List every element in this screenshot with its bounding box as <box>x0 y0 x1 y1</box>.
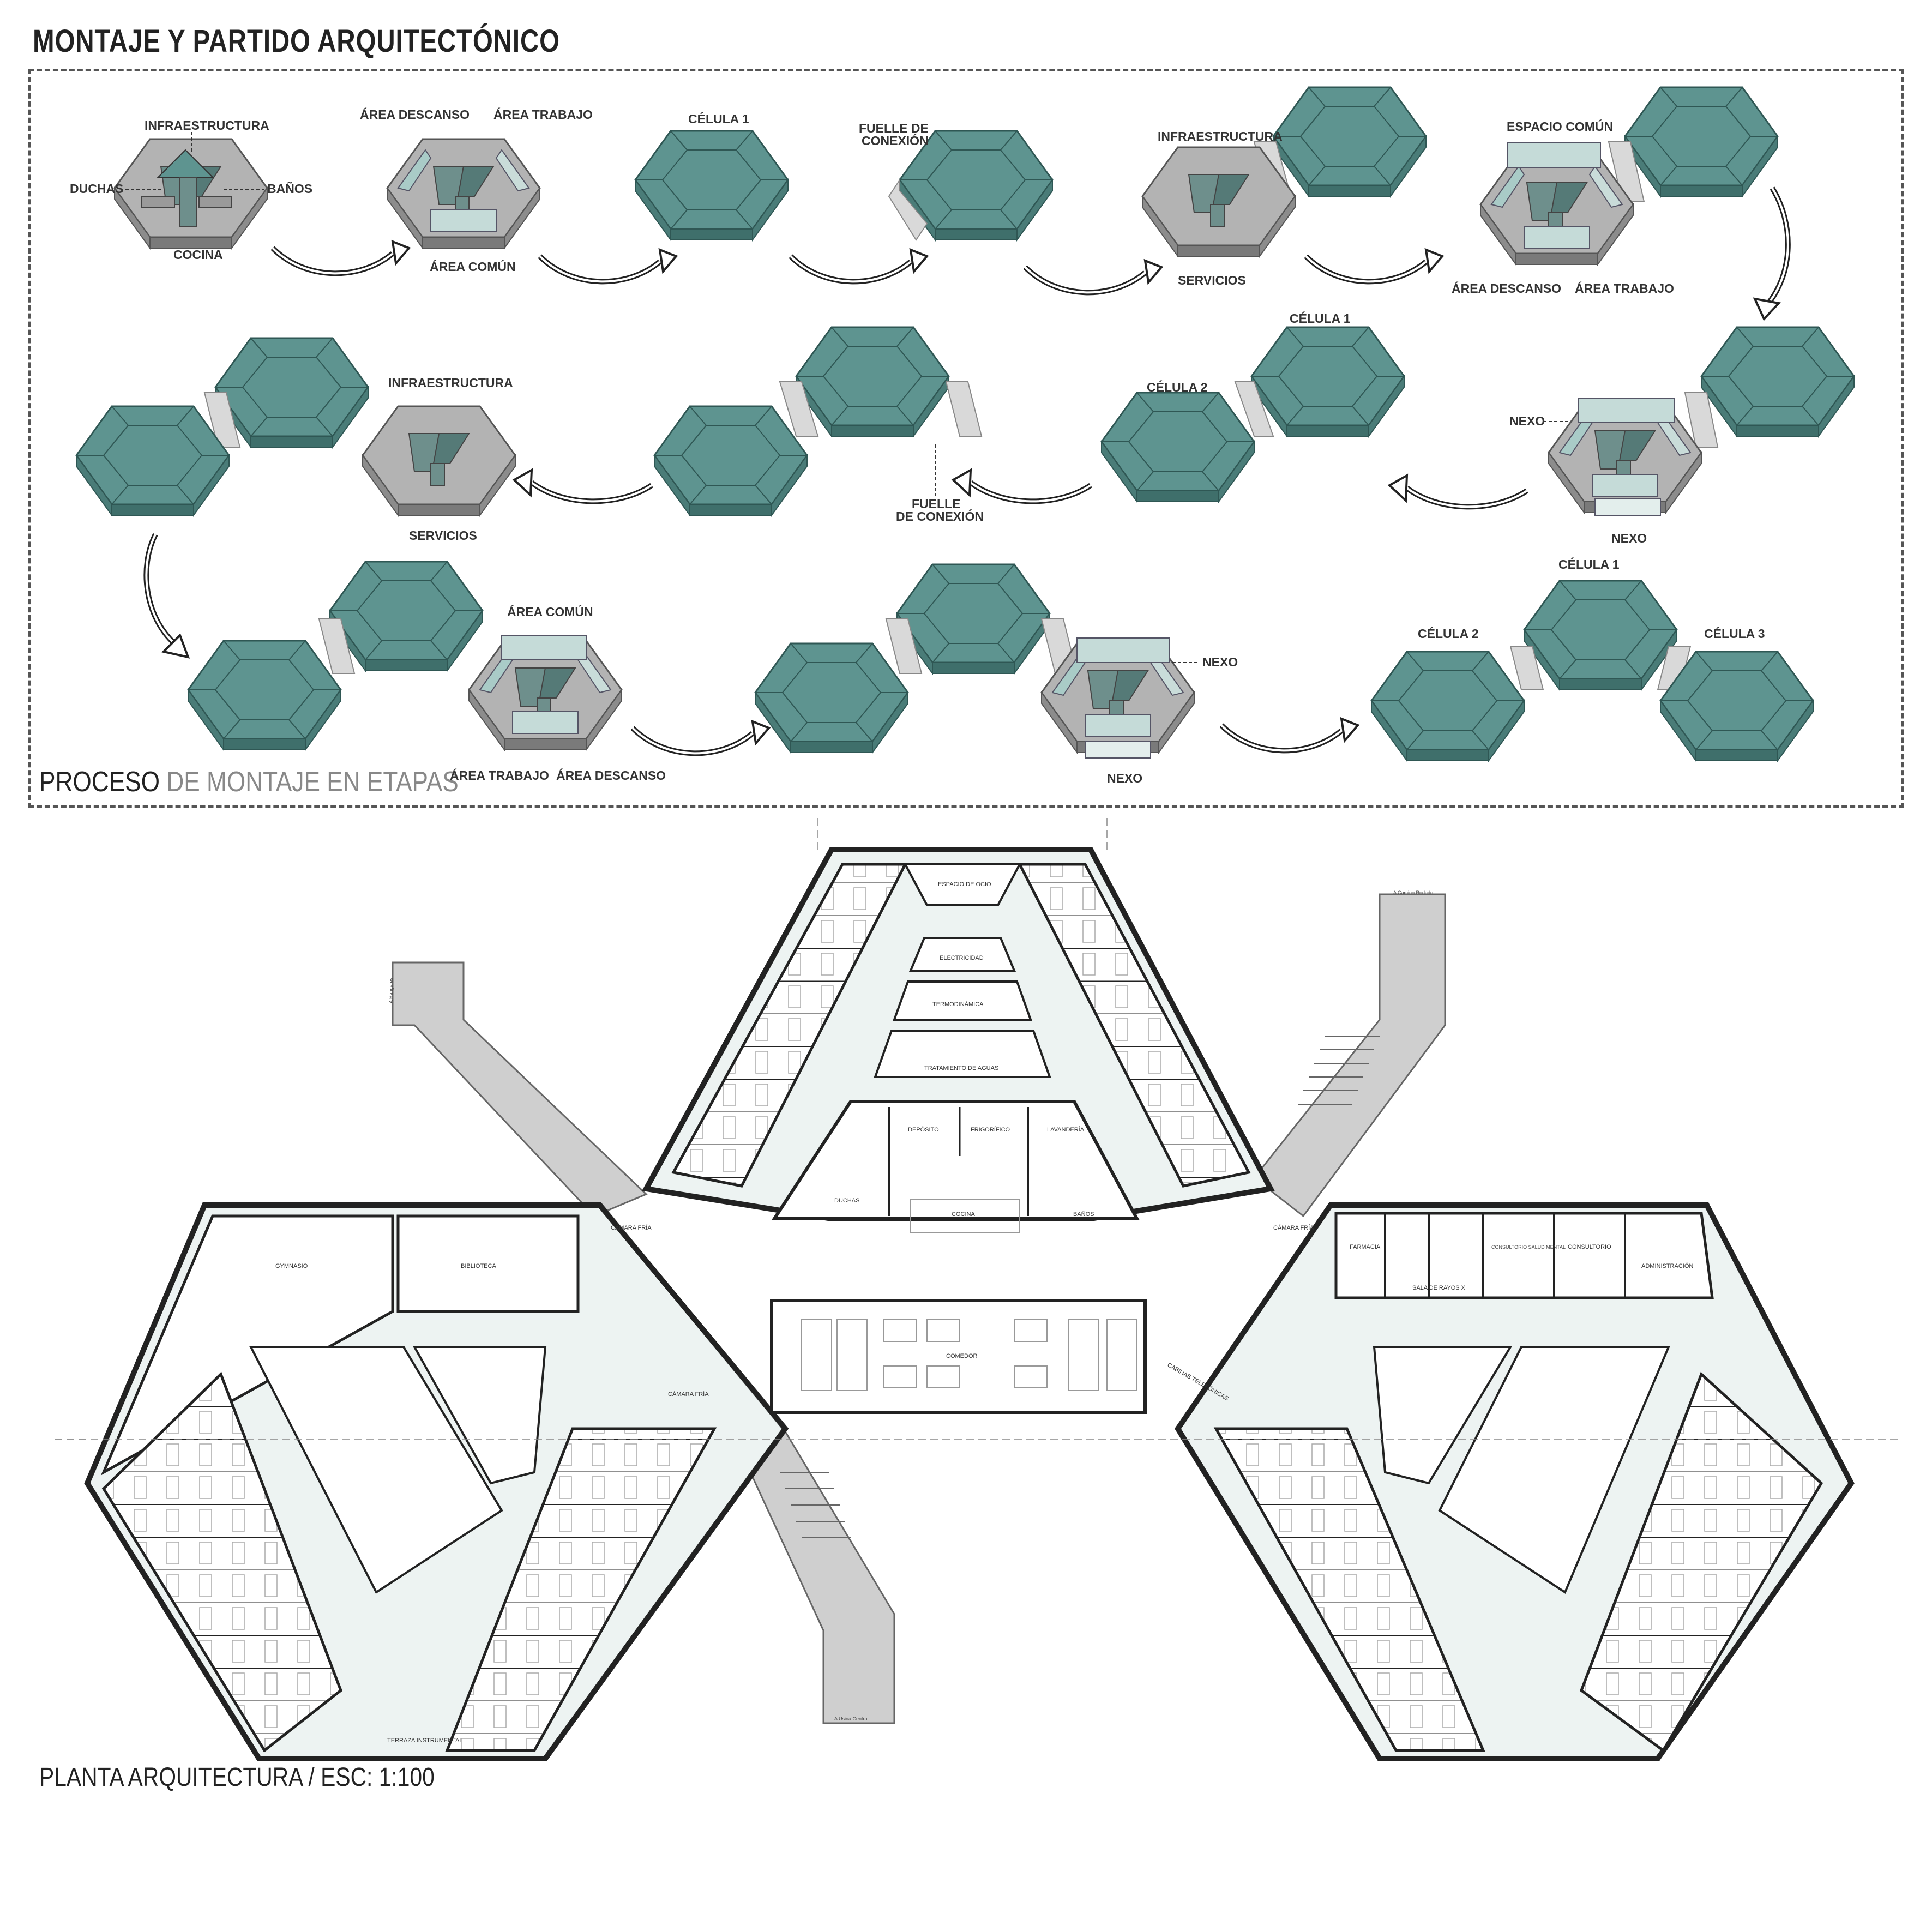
stage-11 <box>187 561 622 751</box>
label-espacio-comun-6: ESPACIO COMÚN <box>1507 119 1613 134</box>
label-area-descanso-6: ÁREA DESCANSO <box>1452 281 1561 296</box>
hex-right <box>1175 1202 1855 1761</box>
plan-a-usina: A Usina Central <box>834 1716 869 1722</box>
stage-8-two-cells <box>1100 326 1405 503</box>
plan-lavanderia: LAVANDERÍA <box>1047 1126 1085 1133</box>
plan-farmacia: FARMACIA <box>1350 1244 1381 1250</box>
arrow-8 <box>953 470 1091 501</box>
process-frame <box>28 69 1904 808</box>
stage-13-final <box>1370 580 1814 762</box>
plan-electricidad: ELECTRICIDAD <box>940 955 984 961</box>
stage-12 <box>754 563 1194 759</box>
plan-administracion: ADMINISTRACIÓN <box>1641 1262 1693 1269</box>
ramp-camino <box>1253 893 1446 1218</box>
label-celula-1-8: CÉLULA 1 <box>1290 311 1351 326</box>
page-title: MONTAJE Y PARTIDO ARQUITECTÓNICO <box>33 23 560 59</box>
stage-6-cell-common <box>1480 86 1779 264</box>
plan-caption: PLANTA ARQUITECTURA / ESC: 1:100 <box>39 1763 435 1792</box>
label-fuelle-9a: FUELLE <box>912 497 960 511</box>
label-cocina-1: COCINA <box>173 248 223 262</box>
label-nexo-7a: NEXO <box>1509 414 1545 428</box>
plan-espacio-ocio: ESPACIO DE OCIO <box>938 881 991 888</box>
plan-deposito: DEPÓSITO <box>908 1126 939 1133</box>
label-area-trabajo-6: ÁREA TRABAJO <box>1575 281 1674 296</box>
plan-camara-fria-3: CÁMARA FRÍA <box>668 1391 709 1398</box>
label-infraestructura-1: INFRAESTRUCTURA <box>145 118 269 133</box>
arrow-11 <box>633 721 769 753</box>
label-duchas-1: DUCHAS <box>70 182 123 196</box>
hex-left <box>84 1202 789 1761</box>
hex-top <box>642 847 1275 1221</box>
stage-5-cell-services <box>1141 86 1427 257</box>
plan-termodinamica: TERMODINÁMICA <box>932 1001 984 1008</box>
process-caption: PROCESO DE MONTAJE EN ETAPAS <box>39 766 459 798</box>
label-banos-1: BAÑOS <box>267 181 312 196</box>
label-fuelle-4b: CONEXIÓN <box>862 133 929 148</box>
label-nexo-7b: NEXO <box>1611 531 1647 545</box>
stage-4-cell-connector <box>888 130 1054 241</box>
plan-a-camino: A Camino Rodado <box>1393 890 1433 895</box>
label-celula-2-8: CÉLULA 2 <box>1147 380 1208 394</box>
stage-7-nexo <box>1549 326 1855 516</box>
arrow-7 <box>1389 476 1527 507</box>
plan-biblioteca: BIBLIOTECA <box>461 1263 496 1269</box>
plan-banos: BAÑOS <box>1073 1211 1094 1218</box>
label-area-descanso-11: ÁREA DESCANSO <box>556 768 666 783</box>
label-celula-1-13: CÉLULA 1 <box>1558 557 1620 571</box>
arrow-3 <box>791 250 927 281</box>
plan-camara-fria-1: CÁMARA FRÍA <box>611 1224 652 1231</box>
comedor-block <box>770 1299 1147 1414</box>
label-area-trabajo-2: ÁREA TRABAJO <box>493 107 593 122</box>
plan-gymnasio: GYMNASIO <box>275 1263 308 1269</box>
ramp-hangares <box>392 961 648 1217</box>
label-fuelle-4a: FUELLE DE <box>859 121 929 135</box>
plan-comedor: COMEDOR <box>946 1353 978 1359</box>
arrow-4 <box>1025 261 1161 292</box>
arrow-1 <box>273 242 409 273</box>
label-fuelle-9b: DE CONEXIÓN <box>896 509 984 523</box>
plan-sala-rayos: SALA DE RAYOS X <box>1412 1285 1466 1291</box>
label-area-trabajo-11: ÁREA TRABAJO <box>450 768 549 783</box>
ramp-usina <box>724 1417 895 1724</box>
arrow-9 <box>514 470 652 501</box>
arrow-12 <box>1221 719 1358 750</box>
stage-1-infrastructure <box>113 138 268 249</box>
plan-cabinas: CABINAS TELEFÓNICAS <box>1166 1361 1230 1402</box>
label-celula-3-13: CÉLULA 3 <box>1704 626 1765 641</box>
arrow-2 <box>540 250 676 281</box>
process-caption-strong: PROCESO <box>39 766 160 798</box>
label-servicios-10: SERVICIOS <box>409 528 477 543</box>
label-celula-2-13: CÉLULA 2 <box>1418 626 1479 641</box>
label-nexo-12b: NEXO <box>1107 771 1142 785</box>
process-caption-dim: DE MONTAJE EN ETAPAS <box>166 766 459 798</box>
plan-consultorio-sm: CONSULTORIO SALUD MENTAL <box>1491 1244 1566 1250</box>
label-area-comun-11: ÁREA COMÚN <box>507 604 593 619</box>
label-infraestructura-10: INFRAESTRUCTURA <box>388 376 513 390</box>
label-celula-1-3: CÉLULA 1 <box>688 111 749 126</box>
plan-camara-fria-2: CÁMARA FRÍA <box>1273 1224 1314 1231</box>
stage-2-areas <box>387 139 540 248</box>
arrow-6-down <box>1753 186 1791 321</box>
arrow-10-down <box>143 533 190 659</box>
plan-consultorio: CONSULTORIO <box>1568 1244 1611 1250</box>
label-nexo-12a: NEXO <box>1202 655 1238 669</box>
plan-terraza: TERRAZA INSTRUMENTAL <box>387 1737 463 1744</box>
stage-3-cell <box>634 130 789 241</box>
stage-10-cells-services <box>75 337 516 516</box>
plan-tratamiento-aguas: TRATAMIENTO DE AGUAS <box>924 1065 998 1072</box>
assembly-process-diagram: INFRAESTRUCTURA DUCHAS BAÑOS COCINA ÁREA… <box>70 86 1855 785</box>
arrow-5 <box>1306 250 1442 281</box>
stage-9-two-cells-fuelle <box>653 326 983 516</box>
label-servicios-5: SERVICIOS <box>1178 273 1246 287</box>
plan-a-hangares: A Hangares <box>388 977 394 1003</box>
plan-frigorifico: FRIGORÍFICO <box>971 1126 1010 1133</box>
label-infraestructura-5: INFRAESTRUCTURA <box>1158 129 1283 143</box>
plan-cocina: COCINA <box>952 1211 975 1218</box>
label-area-descanso-2: ÁREA DESCANSO <box>360 107 470 122</box>
label-area-comun-2: ÁREA COMÚN <box>430 259 516 274</box>
plan-duchas: DUCHAS <box>834 1197 859 1204</box>
